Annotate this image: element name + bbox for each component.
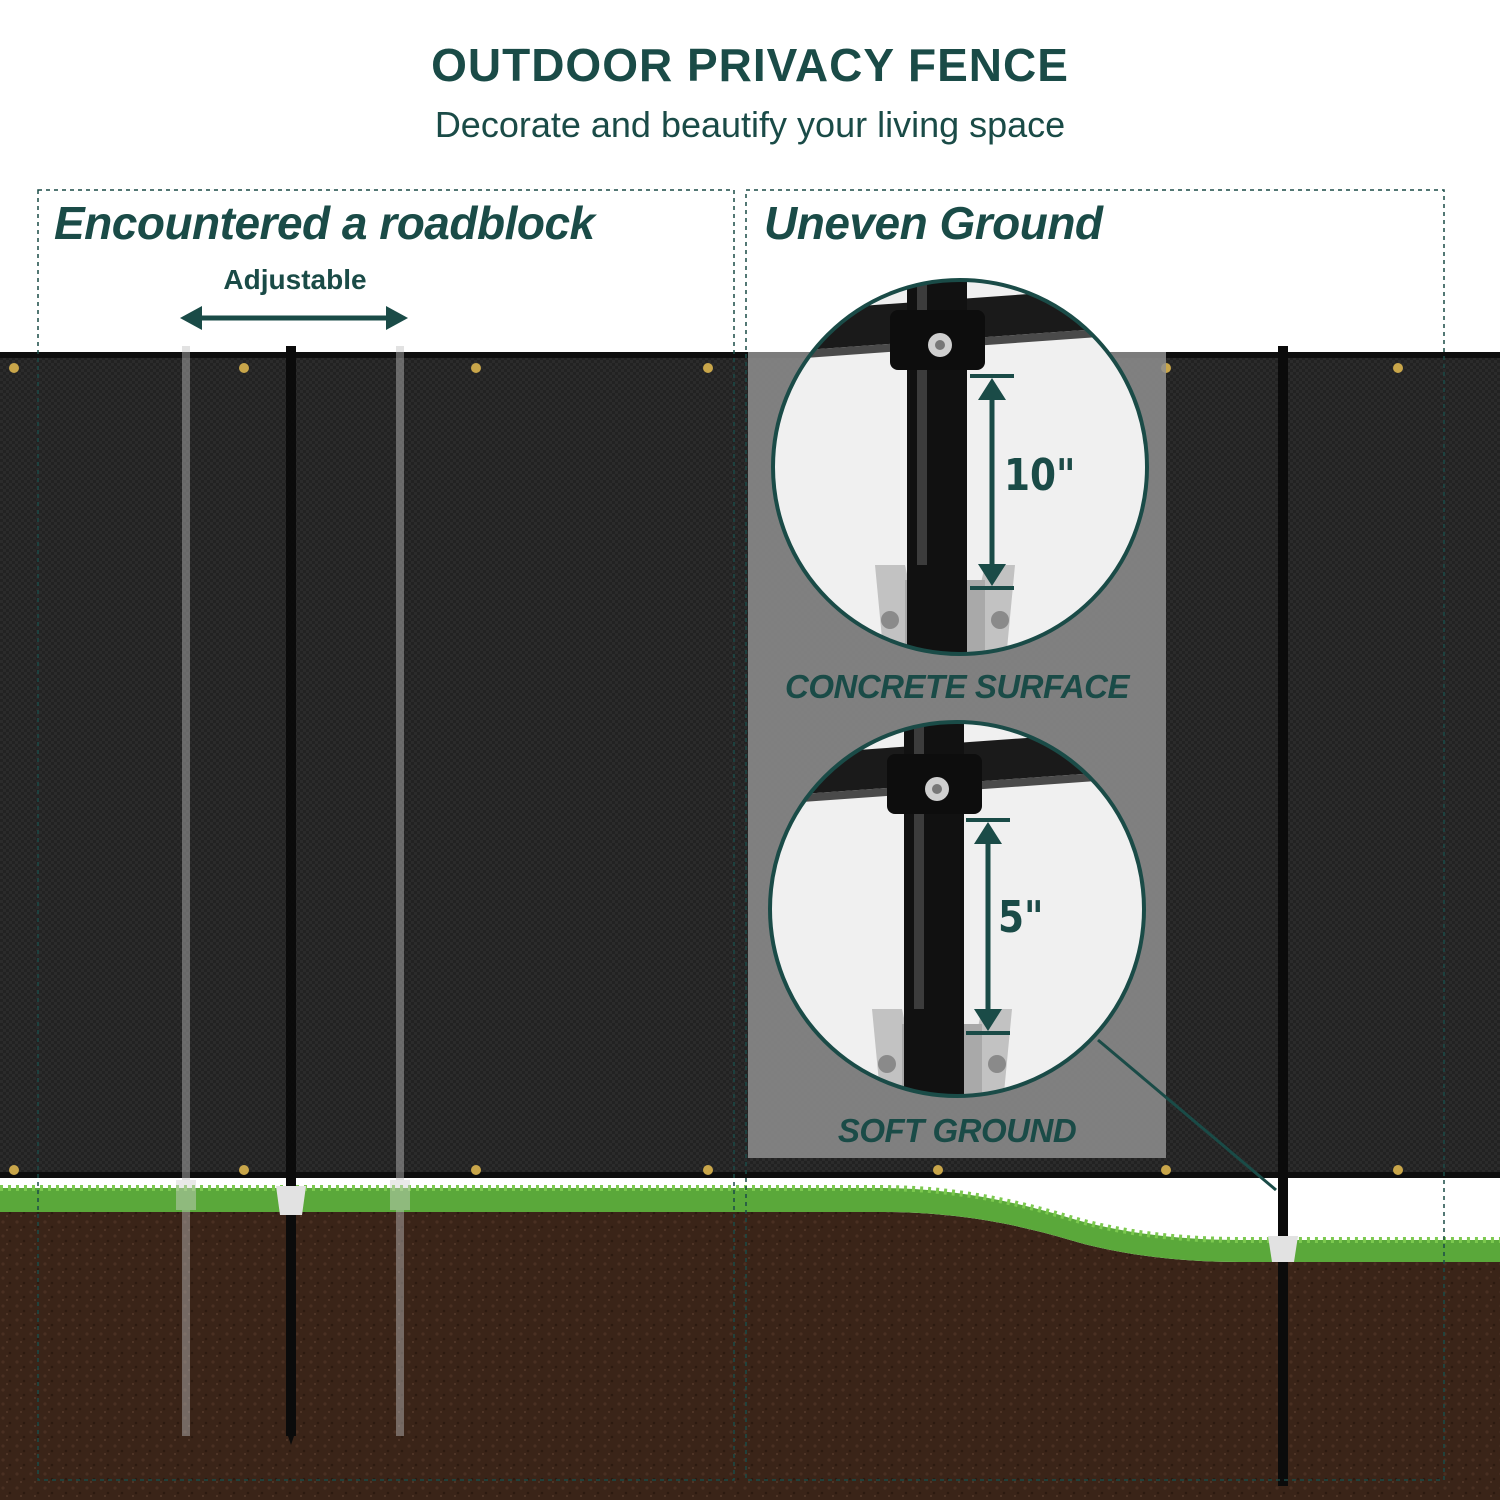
adjustable-ghost-posts xyxy=(176,346,410,1436)
page-subtitle: Decorate and beautify your living space xyxy=(434,104,1066,145)
concrete-height-label: 10" xyxy=(1004,450,1076,501)
concrete-surface-caption: CONCRETE SURFACE xyxy=(784,668,1130,705)
page-title: OUTDOOR PRIVACY FENCE xyxy=(431,39,1069,91)
right-section-title: Uneven Ground xyxy=(764,197,1103,249)
grass xyxy=(0,1188,1500,1262)
soft-ground-detail-circle xyxy=(768,720,1146,1098)
adjustable-label: Adjustable xyxy=(223,264,367,295)
soft-ground-height-label: 5" xyxy=(998,892,1044,943)
concrete-detail-circle xyxy=(771,278,1149,656)
soft-ground-caption: SOFT GROUND xyxy=(837,1112,1077,1149)
left-section-title: Encountered a roadblock xyxy=(54,197,595,249)
adjustable-arrow xyxy=(180,306,408,330)
right-section-frame xyxy=(745,189,1445,1481)
soil xyxy=(0,1212,1500,1500)
fence-posts xyxy=(276,346,1298,1486)
left-section-frame xyxy=(37,189,735,1481)
leader-line xyxy=(1097,1038,1277,1192)
